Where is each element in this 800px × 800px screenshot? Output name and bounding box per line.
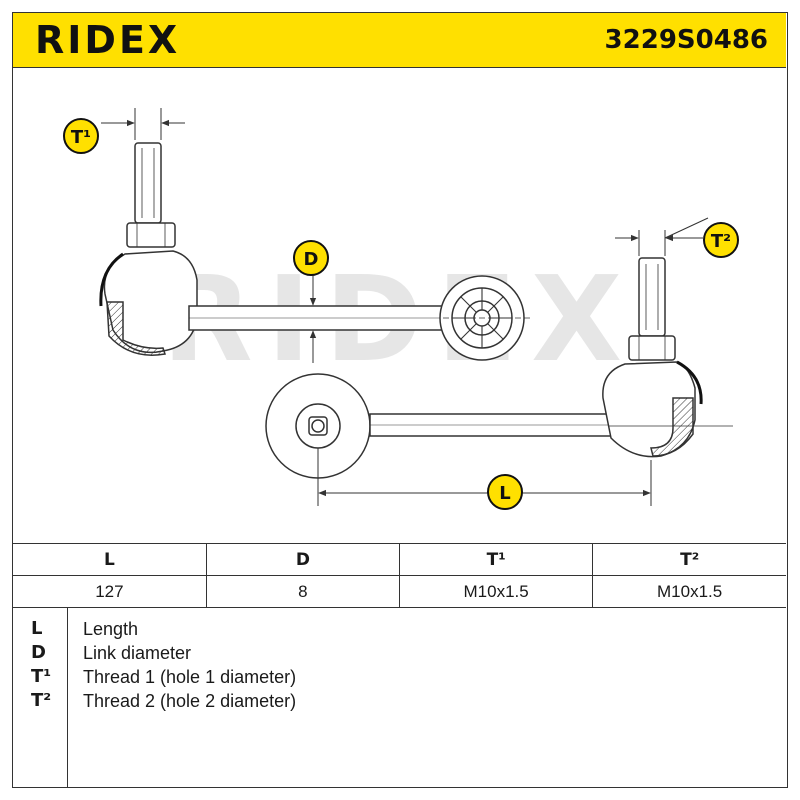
badge-d-label: D [304, 249, 319, 270]
badge-l-label: L [499, 483, 510, 504]
badge-t1-label: T¹ [71, 127, 91, 148]
part-number: 3229S0486 [604, 25, 768, 55]
legend-code: T¹ [31, 666, 52, 687]
technical-drawing: RIDEX [63, 108, 739, 510]
legend: L Length D Link diameter T¹ Thread 1 (ho… [13, 607, 786, 787]
right-stud [638, 257, 666, 337]
upper-link [99, 142, 525, 361]
right-nut [628, 335, 676, 361]
datasheet-frame: RIDEX 3229S0486 RIDEX [12, 12, 788, 788]
spec-header-l: L [13, 543, 207, 576]
spec-table-header-row: L D T¹ T² [13, 543, 786, 576]
spec-value-t1: M10x1.5 [398, 575, 594, 608]
spec-table: L D T¹ T² 127 8 M10x1.5 M10x1.5 [13, 543, 786, 608]
legend-label: Thread 2 (hole 2 diameter) [83, 691, 297, 711]
legend-label: Length [83, 619, 139, 639]
left-nut [126, 222, 176, 248]
legend-code: D [31, 642, 46, 663]
badge-t2-label: T² [711, 231, 731, 252]
legend-code: L [31, 618, 43, 639]
legend-code-column [13, 607, 68, 787]
badge-d: D [293, 240, 329, 276]
legend-code: T² [31, 690, 52, 711]
spec-header-t1: T¹ [398, 543, 594, 576]
spec-value-t2: M10x1.5 [592, 575, 786, 608]
brand-logo: RIDEX [35, 18, 181, 62]
lower-link [265, 257, 703, 479]
header-bar: RIDEX 3229S0486 [13, 13, 786, 68]
spec-table-value-row: 127 8 M10x1.5 M10x1.5 [13, 575, 786, 608]
spec-header-d: D [205, 543, 401, 576]
badge-l: L [487, 474, 523, 510]
dimension-lines [101, 108, 733, 506]
spec-value-d: 8 [205, 575, 401, 608]
right-housing [650, 397, 694, 457]
spec-header-t2: T² [592, 543, 786, 576]
left-housing [106, 301, 166, 356]
left-stud [134, 142, 162, 224]
legend-label: Link diameter [83, 643, 192, 663]
legend-label: Thread 1 (hole 1 diameter) [83, 667, 297, 687]
spec-value-l: 127 [13, 575, 207, 608]
badge-t2: T² [703, 222, 739, 258]
badge-t1: T¹ [63, 118, 99, 154]
